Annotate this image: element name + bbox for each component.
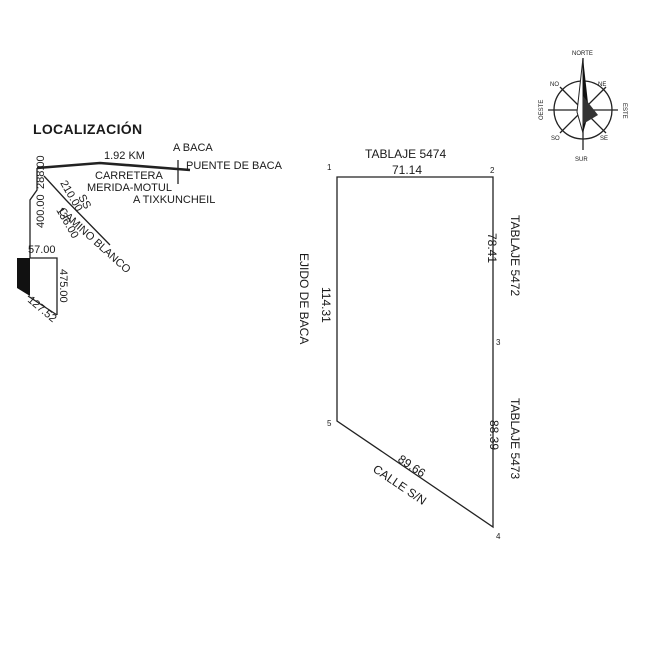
east-lower-dim: 88.39 [487,420,501,450]
bridge-label: PUENTE DE BACA [186,160,283,172]
dim-400: 400.00 [35,194,47,228]
east-lower-neighbor-label: TABLAJE 5473 [508,398,522,479]
dim-288: 288.00 [35,155,47,189]
compass-west: OESTE [539,100,545,120]
highway-label-1: CARRETERA [95,170,164,182]
north-side-dim: 71.14 [392,163,422,177]
vertex-4-label: 4 [496,532,501,541]
property-marker [17,258,30,296]
north-neighbor-label: TABLAJE 5474 [365,147,446,161]
compass-so: SO [551,136,560,142]
parcel-boundary [336,176,494,529]
east-upper-neighbor-label: TABLAJE 5472 [508,215,522,296]
compass-east: ESTE [621,103,627,119]
dim-475: 475.00 [57,269,69,303]
dim-57: 57.00 [28,244,56,256]
compass-south: SUR [575,157,588,163]
property-edge [27,295,58,316]
vertex-1-label: 1 [327,163,332,172]
compass-se: SE [600,136,608,142]
to-baca-label: A BACA [173,142,213,154]
vertex-2-label: 2 [490,166,495,175]
vertex-3-label: 3 [496,338,501,347]
west-neighbor-label: EJIDO DE BACA [297,253,311,344]
compass-north: NORTE [572,51,593,57]
compass-ne: NE [598,82,606,88]
access-road-outline [29,168,58,315]
highway-line [36,161,191,172]
compass-shading [583,96,598,124]
to-tixkuncheil-label: A TIXKUNCHEIL [133,194,215,206]
camino-blanco-line [43,175,111,246]
distance-label: 1.92 KM [104,150,145,162]
vertex-5-label: 5 [327,419,332,428]
compass-no: NO [550,82,559,88]
highway-label-2: MERIDA-MOTUL [87,182,172,194]
west-side-dim: 114.31 [319,287,333,323]
location-title: LOCALIZACIÓN [33,120,142,137]
east-upper-dim: 78.41 [485,233,499,263]
compass-rose: NORTE SUR NE NO SE SO ESTE OESTE [539,51,627,163]
